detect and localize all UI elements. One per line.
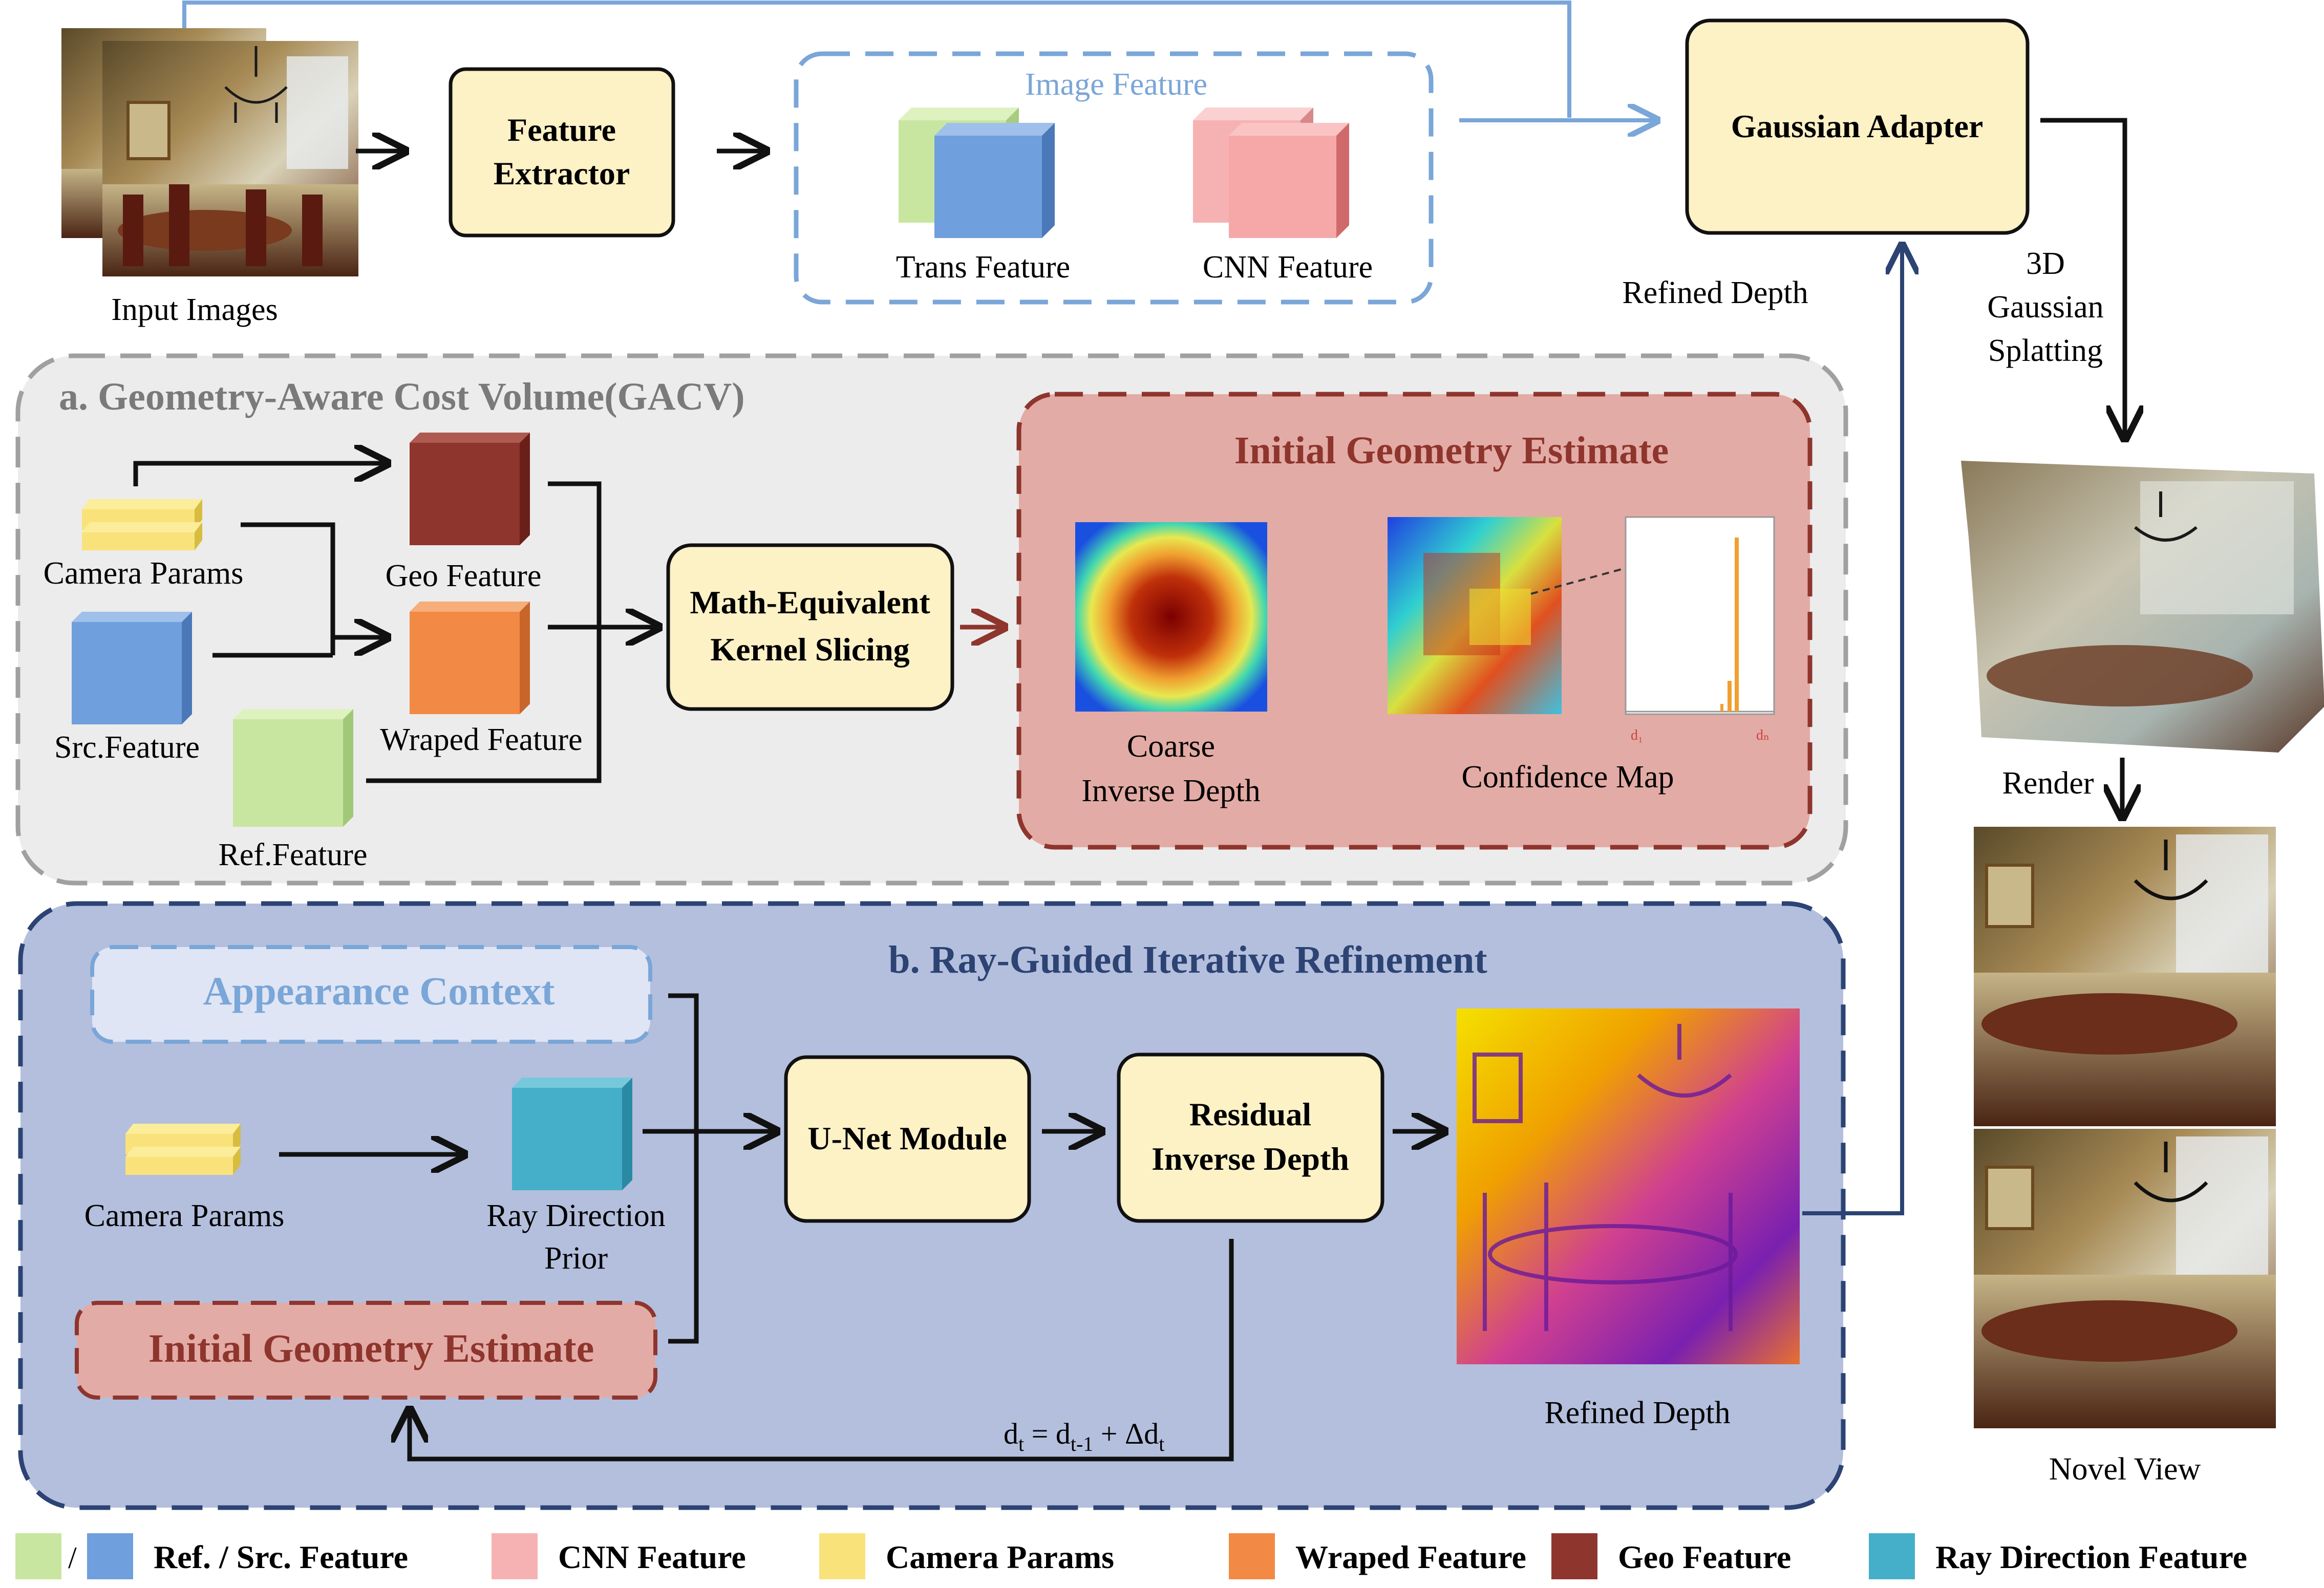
legend-item: CNN Feature: [492, 1533, 746, 1579]
unet-label: U-Net Module: [807, 1120, 1007, 1156]
geo-feature-cube: [410, 433, 530, 545]
kernel-slicing-label-2: Kernel Slicing: [710, 631, 909, 668]
src-feature-cube: [72, 612, 192, 724]
ray-direction-cube: [512, 1078, 632, 1190]
novel-view-label: Novel View: [2049, 1452, 2201, 1487]
legend-swatch: [1551, 1533, 1597, 1579]
render-label: Render: [2002, 766, 2094, 801]
cnn-feature-label: CNN Feature: [1203, 250, 1373, 285]
hist-tick-right: dₙ: [1756, 727, 1769, 743]
splatting-label-2: Gaussian: [1987, 290, 2103, 325]
feature-extractor-label-1: Feature: [507, 112, 616, 148]
input-images: [61, 28, 358, 276]
legend-item: / Ref. / Src. Feature: [15, 1533, 408, 1579]
geo-feature-label: Geo Feature: [386, 559, 542, 593]
residual-label-1: Residual: [1189, 1096, 1311, 1132]
appearance-context-box: [90, 945, 652, 1044]
cnn-feature-cube: [1193, 108, 1349, 238]
legend: / Ref. / Src. Feature CNN Feature Camera Pa…: [15, 1533, 2247, 1579]
novel-view-bottom: [1974, 1129, 2276, 1428]
confidence-histogram: [1625, 516, 1775, 715]
ray-direction-label-2: Prior: [544, 1241, 608, 1276]
camera-params-label-b: Camera Params: [84, 1198, 285, 1233]
refinement-connectors: [643, 993, 776, 1344]
refined-depth-label: Refined Depth: [1544, 1396, 1730, 1430]
gacv-title: a. Geometry-Aware Cost Volume(GACV): [59, 375, 745, 418]
legend-item: Wraped Feature: [1229, 1533, 1526, 1579]
novel-view-top: [1974, 827, 2276, 1126]
initial-geometry-box-b: [75, 1301, 657, 1400]
legend-swatch: [87, 1533, 133, 1579]
legend-label: Ref. / Src. Feature: [154, 1539, 408, 1575]
coarse-depth-label-2: Inverse Depth: [1081, 774, 1260, 808]
legend-item: Geo Feature: [1551, 1533, 1791, 1579]
gacv-connectors: [133, 463, 658, 783]
legend-label: CNN Feature: [558, 1539, 746, 1575]
image-feature-title: Image Feature: [1025, 67, 1207, 102]
residual-box: [1117, 1053, 1384, 1223]
confidence-map-image: [1388, 517, 1562, 714]
initial-geometry-label-b: Initial Geometry Estimate: [148, 1326, 594, 1370]
legend-swatch: [1229, 1533, 1275, 1579]
src-feature-label: Src.Feature: [54, 730, 200, 765]
splatting-label-3: Splatting: [1988, 333, 2103, 368]
input-images-label: Input Images: [111, 292, 278, 327]
input-skip-connection: [182, 1, 1571, 118]
legend-label: Ray Direction Feature: [1935, 1539, 2247, 1575]
legend-item: Ray Direction Feature: [1869, 1533, 2247, 1579]
refined-depth-image: [1457, 1008, 1800, 1364]
feature-extractor-box: [449, 67, 675, 238]
refined-depth-top-label: Refined Depth: [1622, 275, 1808, 310]
arrow-to-splat: [2040, 118, 2125, 438]
trans-feature-cube: [899, 108, 1055, 238]
coarse-depth-label-1: Coarse: [1127, 729, 1215, 764]
camera-params-icon: [82, 499, 202, 550]
confidence-map-label: Confidence Map: [1462, 760, 1674, 795]
legend-item: Camera Params: [819, 1533, 1114, 1579]
legend-swatch: [819, 1533, 865, 1579]
appearance-context-label: Appearance Context: [203, 969, 555, 1013]
unet-box: [784, 1055, 1031, 1223]
kernel-slicing-label-1: Math-Equivalent: [690, 584, 930, 620]
residual-label-2: Inverse Depth: [1152, 1141, 1349, 1177]
update-formula: dt = dt-1 + Δdt: [1004, 1417, 1164, 1455]
legend-swatch: [492, 1533, 538, 1579]
trans-feature-label: Trans Feature: [896, 250, 1070, 285]
ref-feature-label: Ref.Feature: [219, 838, 368, 872]
image-feature-box: [794, 51, 1434, 305]
legend-label: Camera Params: [886, 1539, 1114, 1575]
refined-to-adapter-arrow: [1802, 246, 1902, 1215]
refinement-title: b. Ray-Guided Iterative Refinement: [888, 938, 1487, 981]
legend-label: Wraped Feature: [1295, 1539, 1526, 1575]
wraped-feature-cube: [410, 602, 530, 714]
legend-swatch: [15, 1533, 61, 1579]
kernel-slicing-box: [666, 543, 954, 711]
legend-separator: /: [68, 1541, 77, 1575]
legend-label: Geo Feature: [1618, 1539, 1791, 1575]
camera-params-label: Camera Params: [44, 556, 244, 591]
gaussian-adapter-label: Gaussian Adapter: [1731, 108, 1984, 144]
camera-params-icon-b: [125, 1124, 241, 1175]
ref-feature-cube: [233, 709, 353, 827]
gaussian-adapter-box: [1685, 18, 2030, 235]
wraped-feature-label: Wraped Feature: [380, 722, 582, 757]
splatting-label-1: 3D: [2026, 246, 2065, 281]
hist-tick-left: d₁: [1631, 727, 1643, 743]
coarse-inverse-depth-image: [1075, 522, 1267, 712]
ray-direction-label-1: Ray Direction: [486, 1198, 666, 1233]
iteration-feedback-arrow: [410, 1239, 1234, 1462]
feature-extractor-label-2: Extractor: [494, 155, 630, 191]
legend-swatch: [1869, 1533, 1915, 1579]
initial-geometry-title: Initial Geometry Estimate: [1234, 429, 1669, 472]
gaussian-splat-image: [1961, 461, 2324, 753]
